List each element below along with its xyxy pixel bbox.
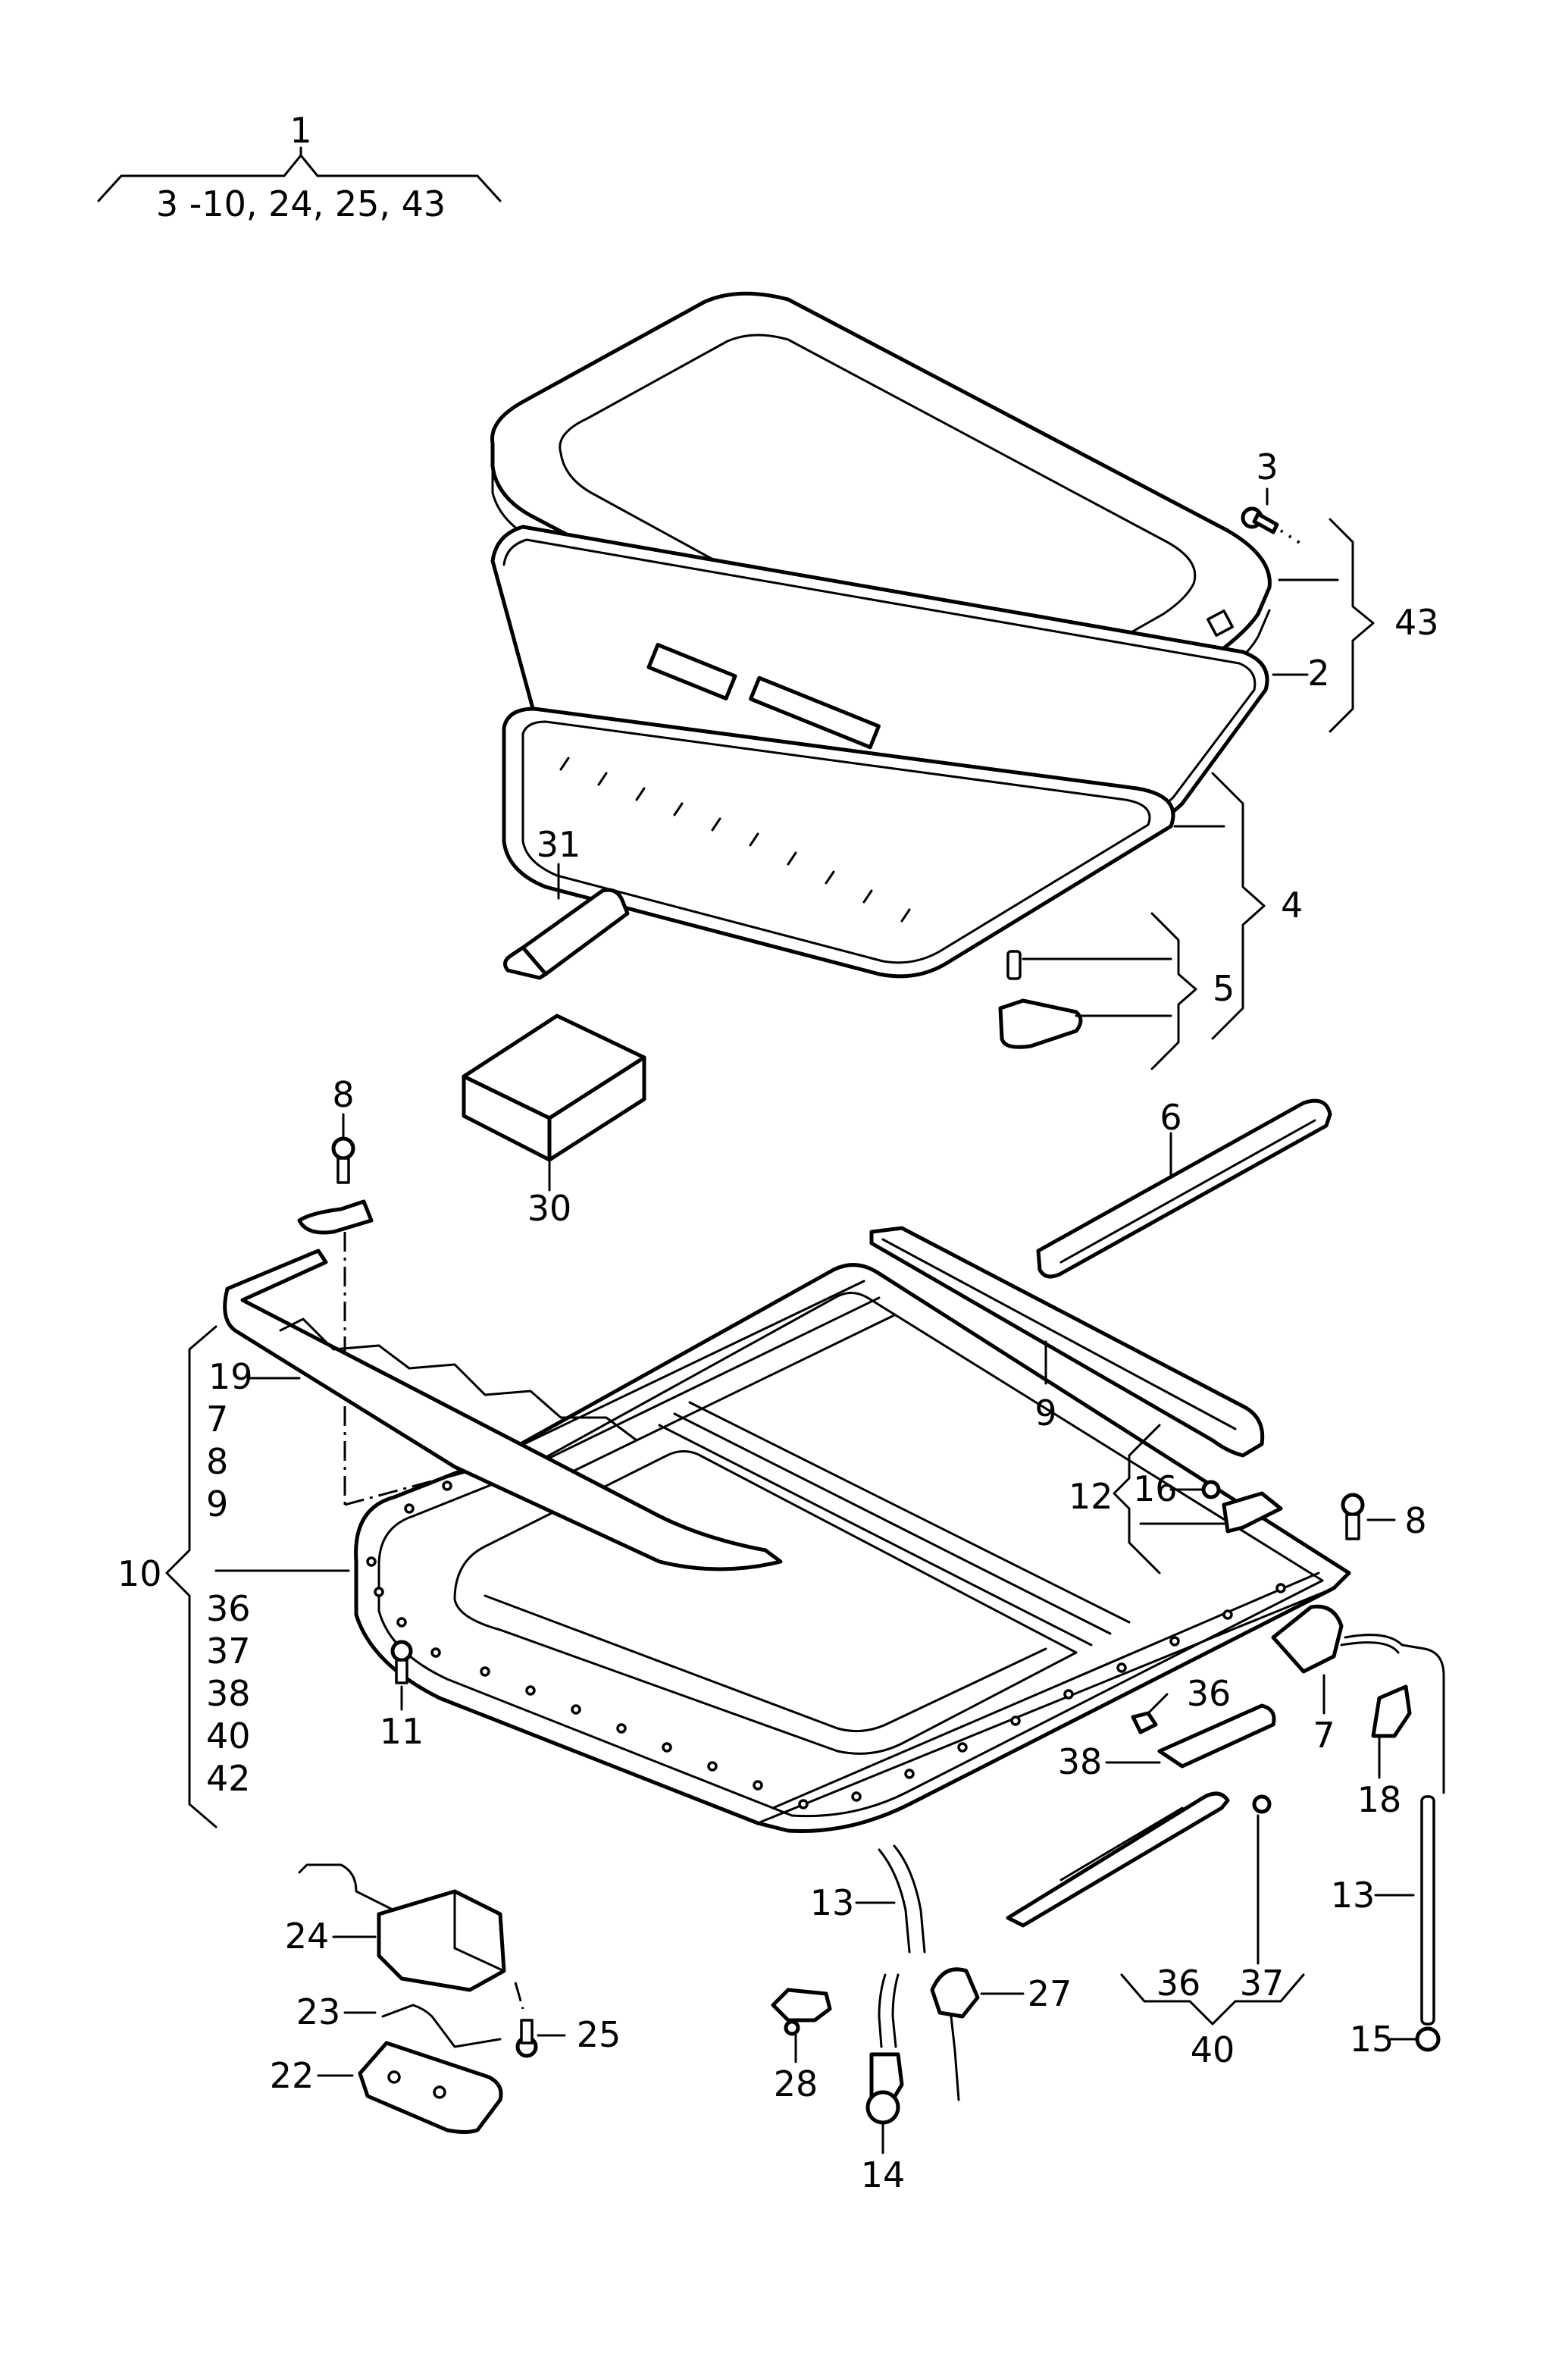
drain-hose-13-center: 13 14 (810, 1844, 926, 2195)
callout-40: 40 (1191, 2029, 1235, 2070)
assembly-number: 1 (290, 110, 311, 151)
group10-item-8: 42 (206, 1758, 251, 1799)
drain-channel-19: 19 (208, 1249, 783, 1571)
guide-rail-6: 6 (1036, 1097, 1332, 1279)
crank-23: 23 (296, 1991, 502, 2048)
group10-item-5: 37 (206, 1631, 251, 1672)
group10-item-7: 40 (206, 1715, 251, 1756)
drain-valve-27: 27 (930, 1967, 1072, 2101)
group10-item-2: 8 (206, 1441, 228, 1482)
cover-plate-22: 22 (270, 2041, 503, 2134)
washer-37: 36 37 40 (1120, 1794, 1305, 2070)
screw-8-top: 8 (297, 1074, 374, 1505)
group10-item-4: 36 (206, 1588, 251, 1629)
callout-13-center: 13 (810, 1882, 855, 1923)
screw-11: 11 (380, 1640, 424, 1752)
callout-43: 43 (1394, 602, 1439, 643)
group10-item-6: 38 (206, 1673, 251, 1714)
callout-8-right: 8 (1404, 1500, 1426, 1541)
motor-24: 24 (285, 1863, 506, 1992)
callout-11: 11 (380, 1711, 424, 1752)
bracket-7: 7 (1271, 1604, 1445, 1794)
group-10-bracket: 10 7 8 9 36 37 38 40 42 (117, 1325, 350, 1828)
callout-12: 12 (1069, 1476, 1113, 1517)
callout-8-top: 8 (332, 1074, 354, 1115)
callout-36-lower: 36 (1156, 1963, 1201, 2004)
hinge-bracket-38: 36 38 (1006, 1673, 1276, 1928)
assembly-header: 1 3 -10, 24, 25, 43 (97, 110, 502, 224)
bracket-43: 43 (1329, 518, 1439, 733)
callout-10: 10 (117, 1553, 162, 1594)
callout-7-right: 7 (1313, 1715, 1335, 1756)
callout-28: 28 (774, 2063, 818, 2104)
callout-9: 9 (1034, 1393, 1056, 1433)
clip-28: 28 (771, 1988, 832, 2104)
callout-16: 16 (1133, 1468, 1178, 1509)
callout-2: 2 (1307, 653, 1329, 694)
callout-25: 25 (577, 2014, 621, 2055)
callout-27: 27 (1028, 1973, 1072, 2014)
roof-seal-4: 4 (502, 707, 1303, 1040)
callout-30: 30 (527, 1188, 572, 1229)
callout-23: 23 (296, 1991, 341, 2032)
group10-item-3: 9 (206, 1484, 228, 1524)
grease-tube-31: 31 (503, 824, 630, 980)
callout-14: 14 (861, 2154, 906, 2195)
callout-13-right: 13 (1331, 1875, 1376, 1916)
group10-item-1: 7 (206, 1399, 228, 1440)
callout-24: 24 (285, 1916, 330, 1957)
screw-8-right: 8 (1341, 1493, 1427, 1541)
callout-4: 4 (1281, 885, 1303, 926)
screw-3: 3 (1241, 446, 1301, 544)
slider-12: 12 16 (1069, 1424, 1283, 1574)
callout-36-upper: 36 (1187, 1673, 1232, 1714)
callout-18: 18 (1357, 1779, 1402, 1820)
callout-3: 3 (1256, 446, 1278, 487)
callout-5: 5 (1213, 968, 1235, 1009)
callout-15: 15 (1350, 2019, 1394, 2060)
callout-38: 38 (1058, 1741, 1103, 1782)
cross-member-9: 9 (869, 1226, 1265, 1458)
callout-31: 31 (537, 824, 581, 865)
sunroof-frame (344, 1263, 1351, 1834)
clip-5: 5 (998, 912, 1235, 1070)
callout-19: 19 (208, 1356, 253, 1397)
drain-hose-13-right: 13 15 (1331, 1795, 1441, 2060)
callout-37: 37 (1240, 1963, 1285, 2004)
callout-22: 22 (270, 2055, 315, 2096)
pad-box-30: 30 (462, 1014, 646, 1229)
callout-6: 6 (1160, 1097, 1181, 1138)
clip-18: 18 (1357, 1684, 1412, 1820)
screw-25: 25 (514, 1982, 621, 2058)
assembly-contents: 3 -10, 24, 25, 43 (156, 183, 446, 224)
